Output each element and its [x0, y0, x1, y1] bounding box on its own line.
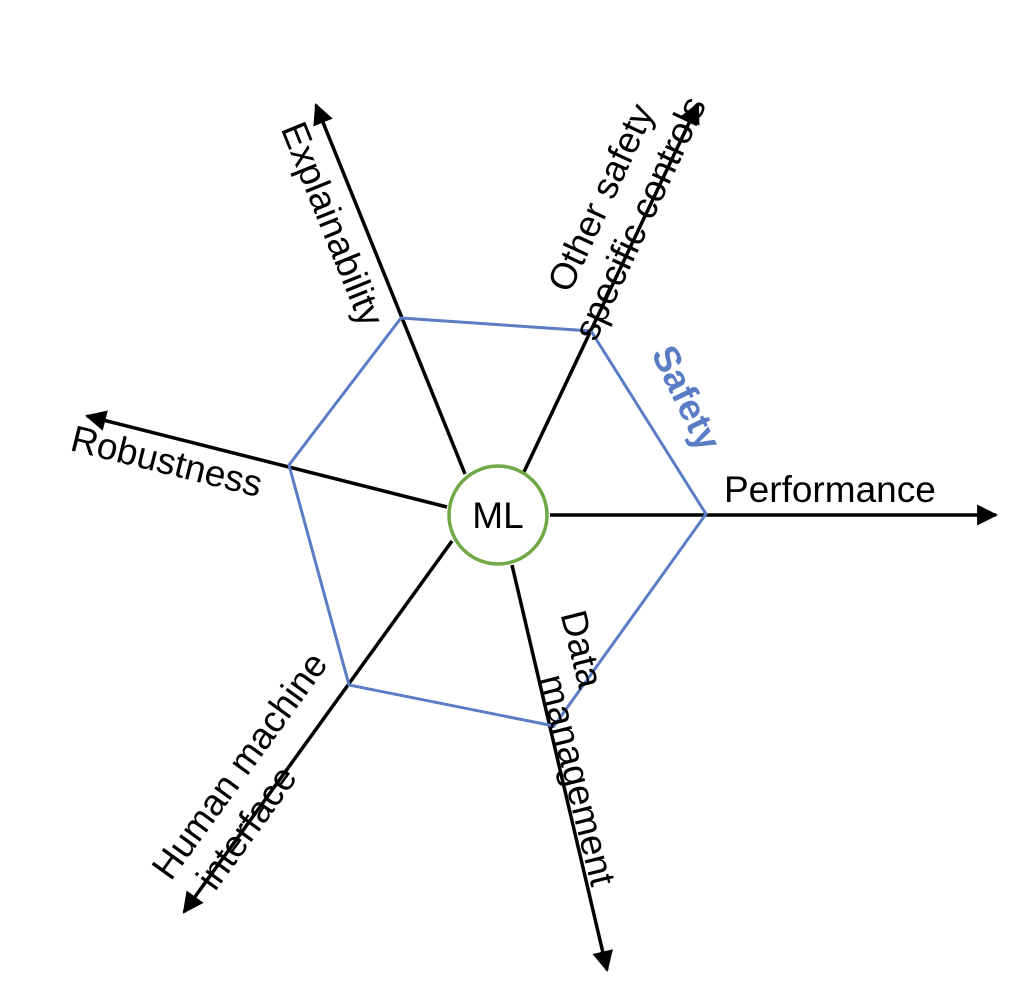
- other-safety-label: Other safety specific controls: [540, 90, 714, 346]
- data-management-label: Data management: [532, 606, 624, 890]
- performance-label: Performance: [724, 469, 936, 510]
- human-machine-interface-label: Human machine interface: [144, 645, 336, 897]
- axis-other-safety: [521, 102, 700, 475]
- robustness-label: Robustness: [67, 418, 267, 505]
- ml-center-circle: [447, 464, 549, 566]
- safety-label: Safety: [644, 339, 730, 457]
- data-management-label-line-2: management: [532, 670, 624, 890]
- safety-hexagon: [287, 316, 708, 728]
- ml-center-label: ML: [472, 495, 523, 536]
- axis-human-machine-interface: [182, 539, 454, 914]
- axis-explainability: [313, 103, 467, 475]
- axis-robustness: [84, 410, 448, 509]
- axes-group: [84, 102, 999, 973]
- axis-data-management: [510, 564, 613, 973]
